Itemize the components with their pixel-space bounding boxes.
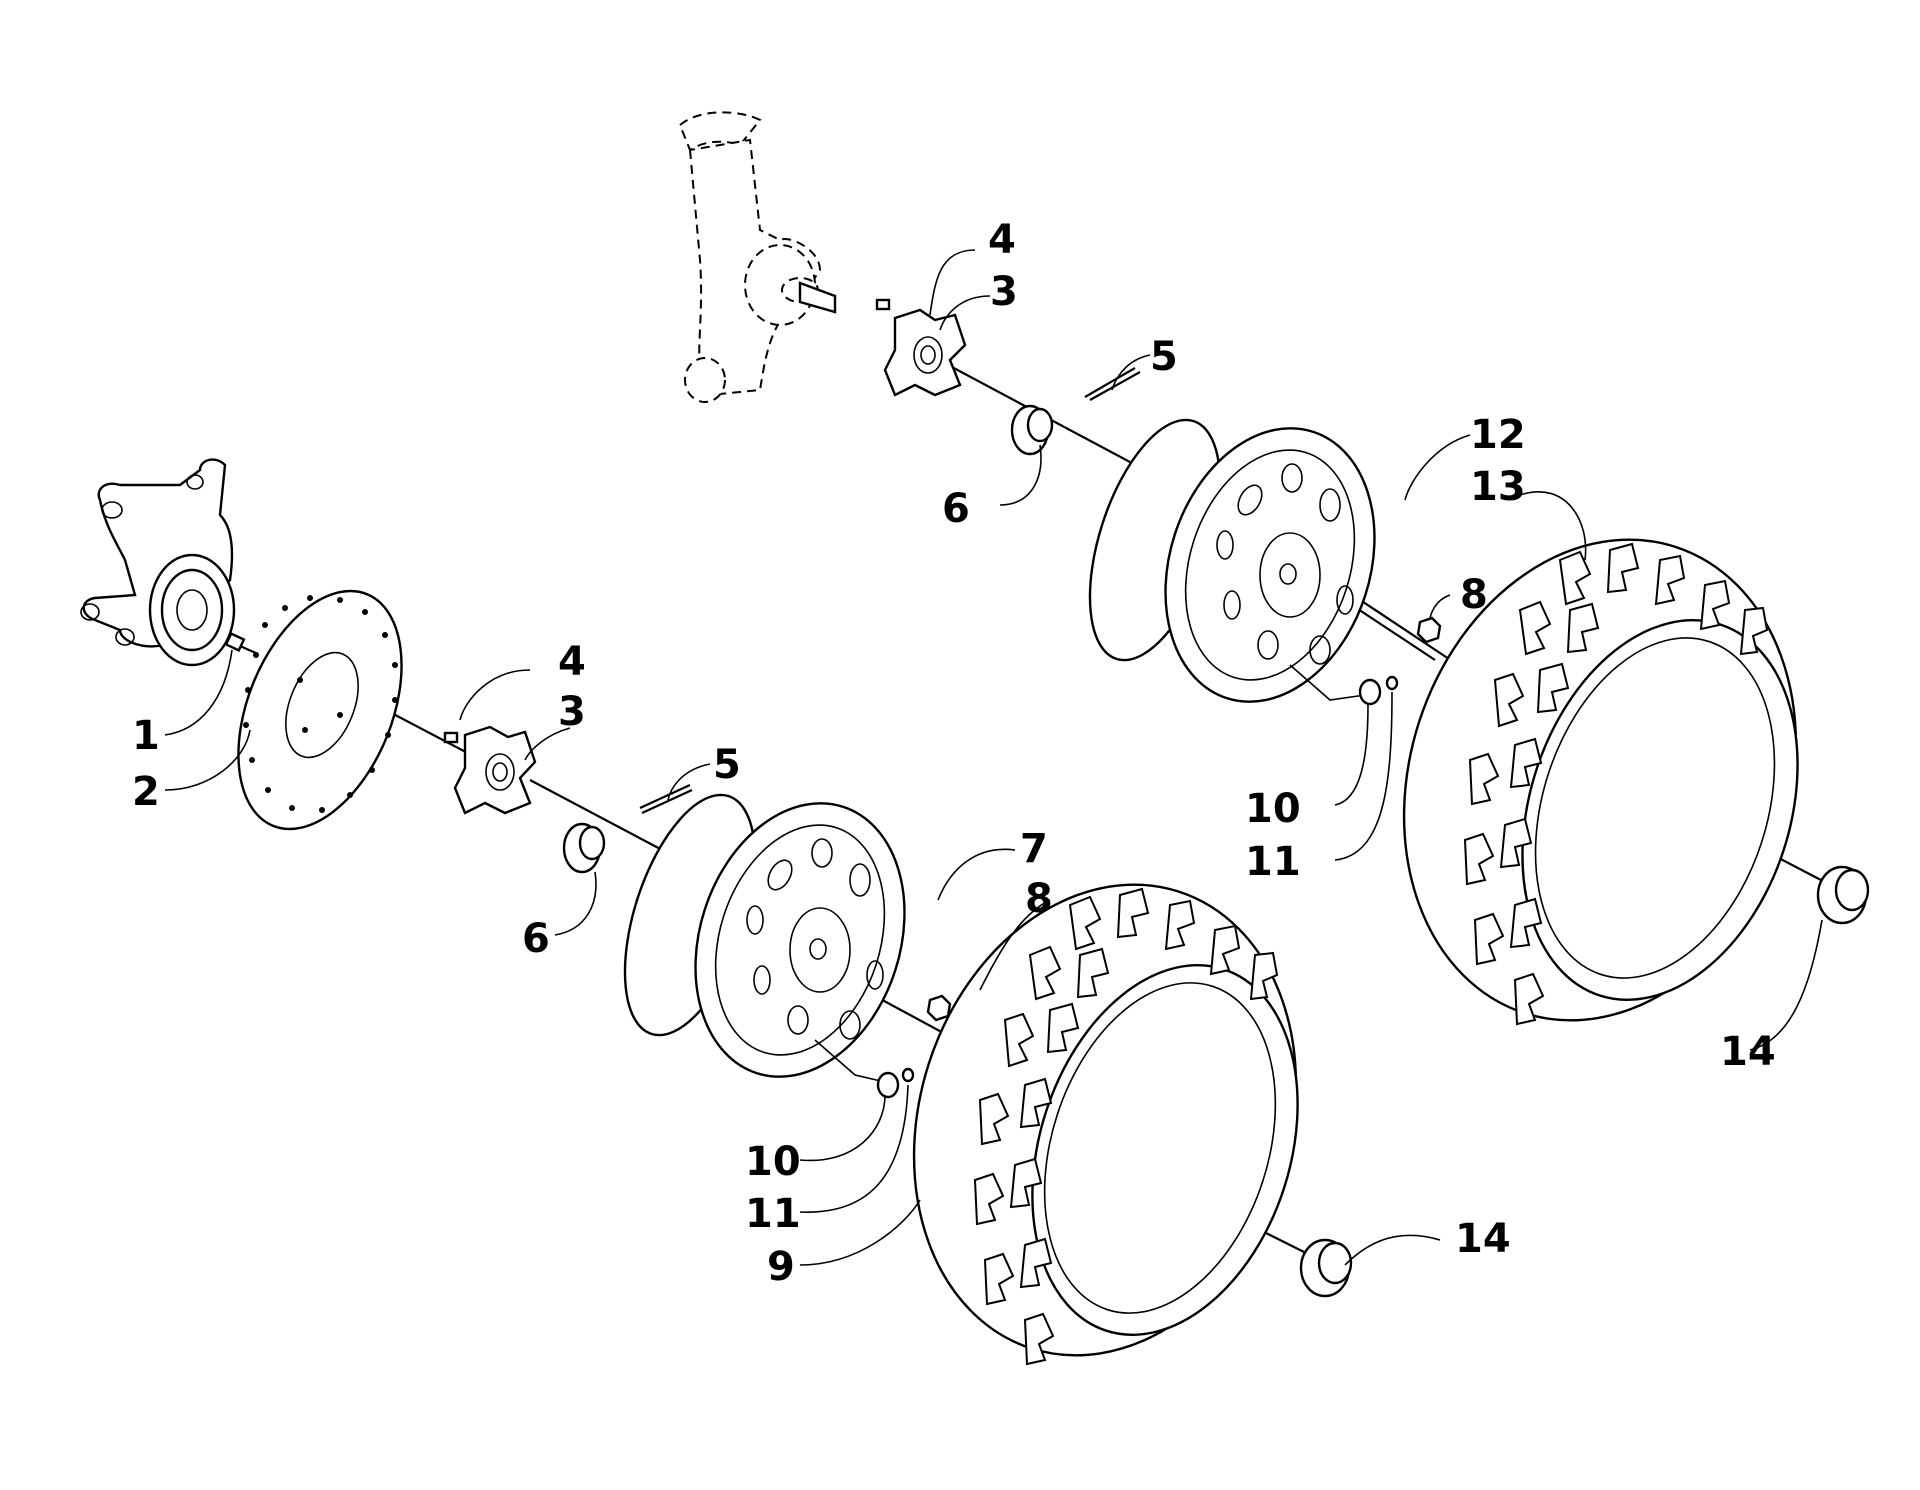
callout-5-lower: 5 xyxy=(713,742,741,788)
callout-leader-lines xyxy=(164,249,1823,1266)
callout-11-lower: 11 xyxy=(745,1191,801,1237)
castle-nut-lower xyxy=(562,822,606,874)
callout-11-upper: 11 xyxy=(1245,839,1301,885)
lower-steering-knuckle xyxy=(80,458,236,667)
castle-nut-upper xyxy=(1010,404,1054,456)
callout-9: 9 xyxy=(767,1244,795,1290)
wheel-rim-lower xyxy=(623,793,906,1078)
callout-8-lower: 8 xyxy=(1025,876,1053,922)
callout-3-upper: 3 xyxy=(990,269,1018,315)
callout-14-lower: 14 xyxy=(1455,1216,1511,1262)
tire-lower xyxy=(912,883,1299,1366)
callout-10-lower: 10 xyxy=(745,1139,801,1185)
callout-8-upper: 8 xyxy=(1460,572,1488,618)
upper-steering-knuckle xyxy=(678,111,837,403)
callout-3-lower: 3 xyxy=(558,689,586,735)
tire-upper xyxy=(1402,538,1799,1026)
valve-stem-upper xyxy=(1289,664,1399,706)
hub-cap-upper xyxy=(1816,865,1870,925)
callout-6-upper: 6 xyxy=(942,486,970,532)
wheel-rim-upper xyxy=(1088,418,1376,703)
brake-disc-part-2 xyxy=(237,589,403,831)
bolt-part-1 xyxy=(224,632,259,656)
callout-13: 13 xyxy=(1470,464,1526,510)
callout-12: 12 xyxy=(1470,412,1526,458)
callout-6-lower: 6 xyxy=(522,916,550,962)
callout-5-upper: 5 xyxy=(1150,334,1178,380)
callout-10-upper: 10 xyxy=(1245,786,1301,832)
wheel-stud-lower xyxy=(639,784,693,814)
callout-4-lower: 4 xyxy=(558,639,586,685)
callout-4-upper: 4 xyxy=(988,217,1016,263)
hub-cap-lower xyxy=(1299,1238,1353,1298)
lug-nut-lower xyxy=(926,994,952,1022)
wheel-hub-upper xyxy=(875,298,967,397)
wheel-stud-upper xyxy=(1084,367,1141,401)
callout-labels: 1 2 3 3 4 4 5 5 6 6 7 8 8 9 10 10 11 11 … xyxy=(132,217,1776,1290)
lug-nut-upper xyxy=(1416,616,1442,644)
callout-7: 7 xyxy=(1020,826,1048,872)
callout-14-upper: 14 xyxy=(1720,1029,1776,1075)
wheel-hub-lower xyxy=(443,725,537,815)
callout-1: 1 xyxy=(132,713,160,759)
callout-2: 2 xyxy=(132,769,160,815)
valve-stem-lower xyxy=(814,1039,915,1099)
